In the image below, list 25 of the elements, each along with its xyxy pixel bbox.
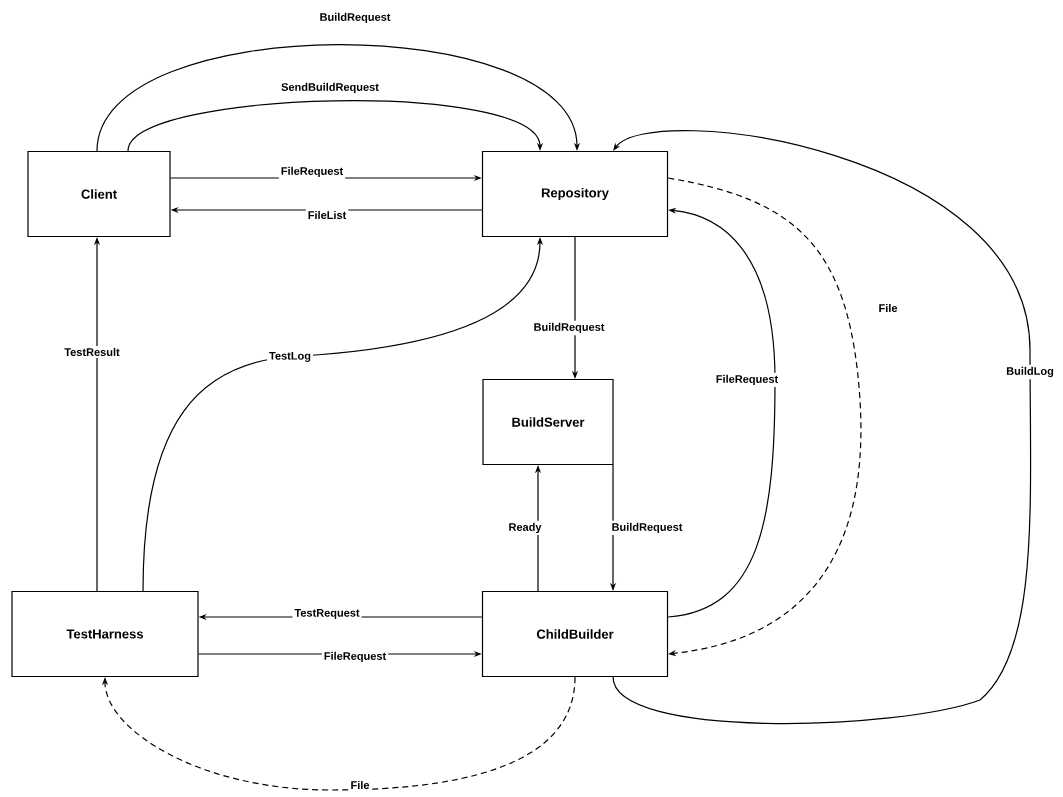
edge-label: File xyxy=(348,778,372,792)
edge-label: File xyxy=(876,301,900,315)
arrow xyxy=(667,177,862,657)
edge-label: TestRequest xyxy=(292,607,362,621)
arrow xyxy=(127,100,544,152)
edge-label: Ready xyxy=(506,520,544,536)
process-box: ChildBuilder xyxy=(481,590,669,678)
arrow xyxy=(101,676,576,791)
edge-label: BuildRequest xyxy=(531,320,607,336)
edge-label: FileRequest xyxy=(713,372,781,388)
edge-label: BuildRequest xyxy=(609,520,685,536)
edge-label: FileRequest xyxy=(278,164,346,180)
process-box: TestHarness xyxy=(11,590,199,678)
edge-label: FileList xyxy=(305,208,349,222)
process-box: Repository xyxy=(481,150,669,238)
arrow xyxy=(612,130,1032,724)
process-box: Client xyxy=(27,150,171,238)
edge-label: SendBuildRequest xyxy=(279,80,381,96)
edge-label: FileRequest xyxy=(321,649,389,665)
edge-label: BuildRequest xyxy=(317,10,393,26)
process-box: BuildServer xyxy=(482,378,614,466)
edge-label: BuildLog xyxy=(1004,364,1056,380)
edge-label: TestLog xyxy=(267,350,313,364)
arrow xyxy=(96,44,581,152)
edge-label: TestResult xyxy=(62,345,122,359)
